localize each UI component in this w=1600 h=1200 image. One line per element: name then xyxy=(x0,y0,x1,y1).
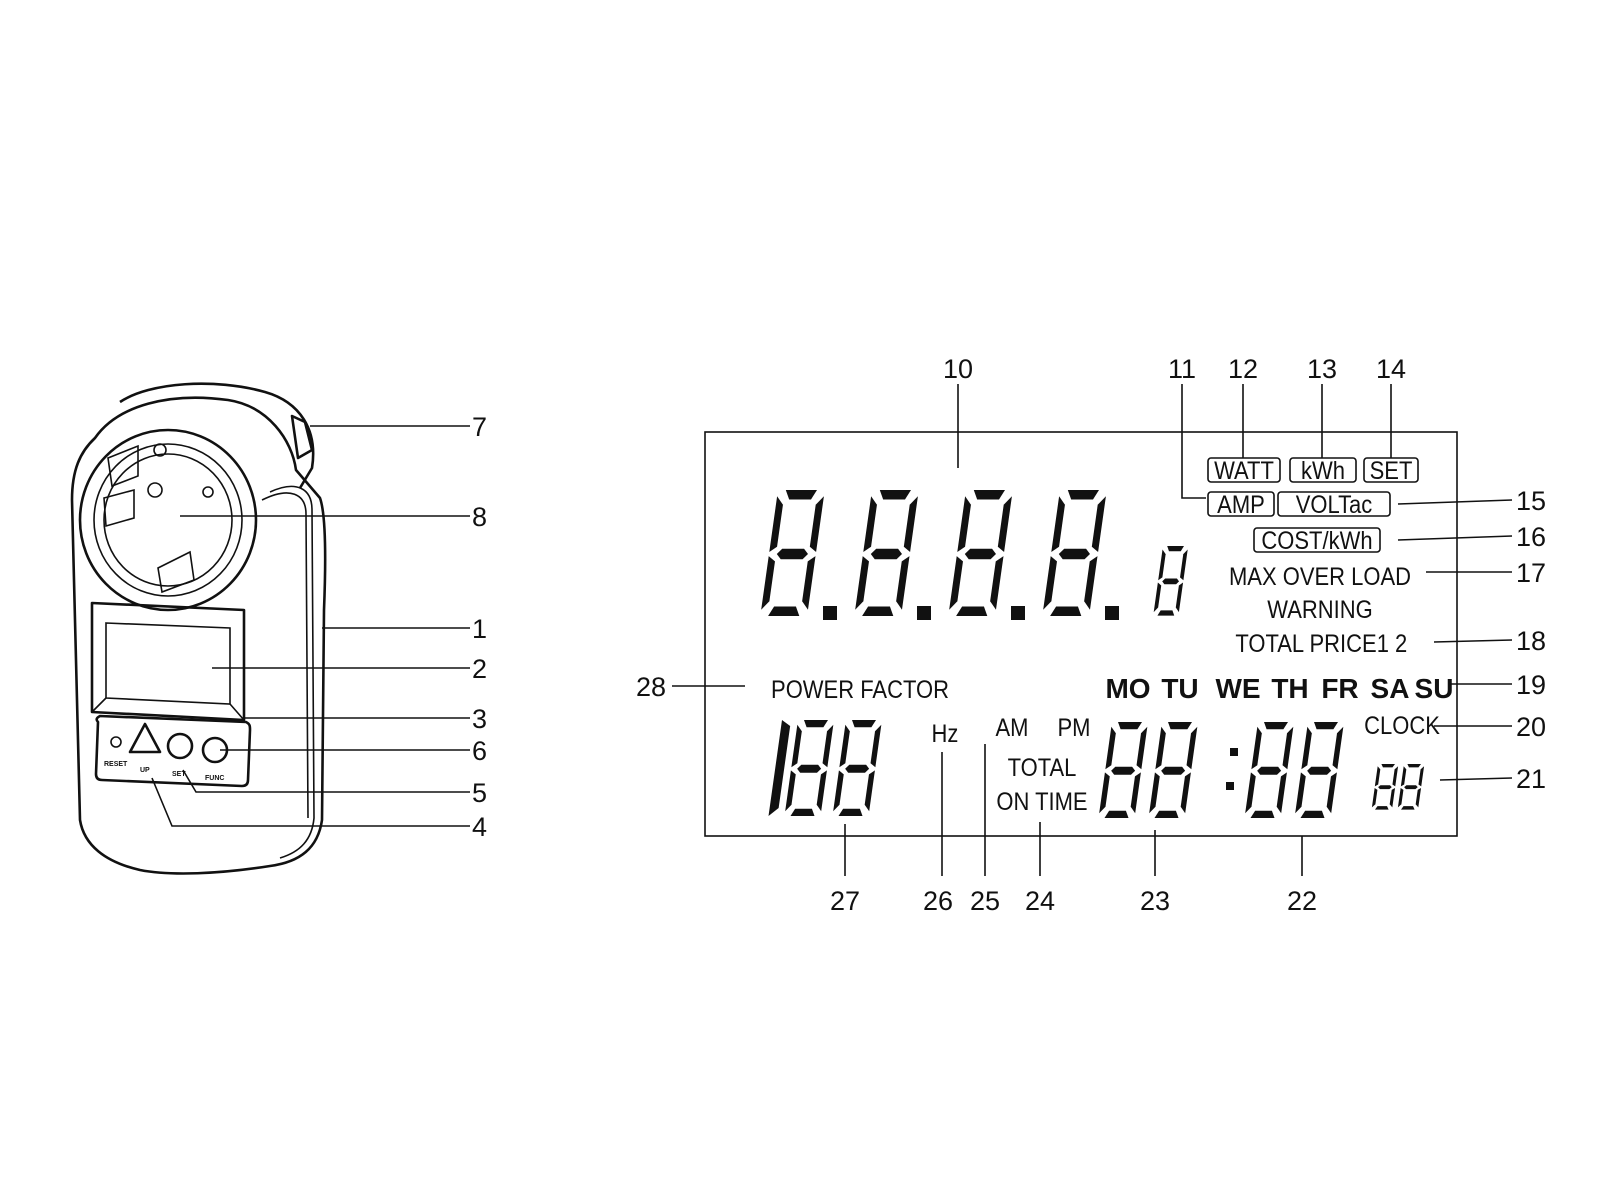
lcd-display-frame xyxy=(704,431,1458,837)
callout-23: 23 xyxy=(1140,886,1170,916)
up-button-icon[interactable] xyxy=(128,722,162,754)
device-callouts: 7 8 1 2 3 6 5 4 xyxy=(472,412,487,842)
callout-27: 27 xyxy=(830,886,860,916)
pm-label: PM xyxy=(1058,714,1091,742)
day-sa: SA xyxy=(1371,673,1410,704)
hz-label: Hz xyxy=(932,720,959,748)
callout-18: 18 xyxy=(1516,626,1546,656)
callout-4: 4 xyxy=(472,812,487,842)
body-side-edge xyxy=(269,485,315,859)
on-time-label: ON TIME xyxy=(996,788,1087,816)
callout-12: 12 xyxy=(1228,354,1258,384)
clock-label: CLOCK xyxy=(1364,712,1440,740)
device-callout-lines xyxy=(151,425,470,827)
main-digit-4 xyxy=(1042,490,1107,616)
callout-3: 3 xyxy=(472,704,487,734)
day-fr: FR xyxy=(1321,673,1358,704)
callout-25: 25 xyxy=(970,886,1000,916)
reset-label: RESET xyxy=(104,761,128,768)
callout-10: 10 xyxy=(943,354,973,384)
set-button[interactable] xyxy=(166,732,194,760)
callout-7: 7 xyxy=(472,412,487,442)
callout-2: 2 xyxy=(472,654,487,684)
callout-1: 1 xyxy=(472,614,487,644)
callout-26: 26 xyxy=(923,886,953,916)
reset-hole-icon[interactable] xyxy=(110,736,122,748)
weekday-indicators: MO TU WE TH FR SA SU xyxy=(1105,673,1453,704)
energy-meter-device: RESET UP SET FUNC xyxy=(70,382,327,875)
am-label: AM xyxy=(996,714,1029,742)
main-digit-2 xyxy=(854,490,919,616)
device-button-panel: RESET UP SET FUNC xyxy=(94,714,252,788)
callout-15: 15 xyxy=(1516,486,1546,516)
cost-kwh-label: COST/kWh xyxy=(1261,527,1372,555)
day-tu: TU xyxy=(1161,673,1198,704)
socket-outlet xyxy=(78,428,258,612)
total-label: TOTAL xyxy=(1008,754,1077,782)
plug-pin xyxy=(290,414,314,460)
callout-19: 19 xyxy=(1516,670,1546,700)
power-factor-digits xyxy=(768,720,882,816)
device-lcd-window xyxy=(90,601,246,722)
lcd-callouts: 10 11 12 13 14 15 16 17 18 19 20 21 28 2… xyxy=(636,354,1546,916)
power-factor-label: POWER FACTOR xyxy=(771,676,949,704)
callout-17: 17 xyxy=(1516,558,1546,588)
kwh-label: kWh xyxy=(1301,457,1345,485)
callout-22: 22 xyxy=(1287,886,1317,916)
callout-5: 5 xyxy=(472,778,487,808)
set-label: SET xyxy=(172,771,186,778)
callout-28: 28 xyxy=(636,672,666,702)
main-digit-3 xyxy=(948,490,1013,616)
main-digit-readout xyxy=(760,490,1189,620)
unit-indicators: WATT kWh SET AMP VOLTac COST/kWh xyxy=(1207,457,1419,555)
price-tariff-numbers: 1 2 xyxy=(1377,630,1408,658)
callout-16: 16 xyxy=(1516,522,1546,552)
callout-24: 24 xyxy=(1025,886,1055,916)
set-indicator: SET xyxy=(1370,457,1413,485)
callout-14: 14 xyxy=(1376,354,1406,384)
callout-8: 8 xyxy=(472,502,487,532)
lcd-callout-lines xyxy=(672,384,1513,876)
up-label: UP xyxy=(140,767,150,774)
amp-label: AMP xyxy=(1217,491,1265,519)
day-mo: MO xyxy=(1105,673,1150,704)
day-we: WE xyxy=(1215,673,1260,704)
main-digit-1 xyxy=(760,490,825,616)
callout-21: 21 xyxy=(1516,764,1546,794)
main-digit-small xyxy=(1153,546,1189,616)
callout-11: 11 xyxy=(1168,354,1196,384)
max-over-load-label: MAX OVER LOAD xyxy=(1229,563,1411,591)
watt-label: WATT xyxy=(1214,457,1274,485)
callout-13: 13 xyxy=(1307,354,1337,384)
func-label: FUNC xyxy=(205,775,224,782)
total-price-label: TOTAL PRICE xyxy=(1235,630,1376,658)
warning-label: WARNING xyxy=(1267,596,1372,624)
clock-digits xyxy=(1098,722,1344,818)
voltac-label: VOLTac xyxy=(1296,491,1373,519)
callout-20: 20 xyxy=(1516,712,1546,742)
day-su: SU xyxy=(1415,673,1454,704)
device-body-outline xyxy=(70,396,327,875)
callout-6: 6 xyxy=(472,736,487,766)
day-th: TH xyxy=(1271,673,1308,704)
seconds-digits xyxy=(1371,764,1425,810)
device-back-housing xyxy=(119,382,315,489)
clock-colon xyxy=(1230,748,1238,756)
